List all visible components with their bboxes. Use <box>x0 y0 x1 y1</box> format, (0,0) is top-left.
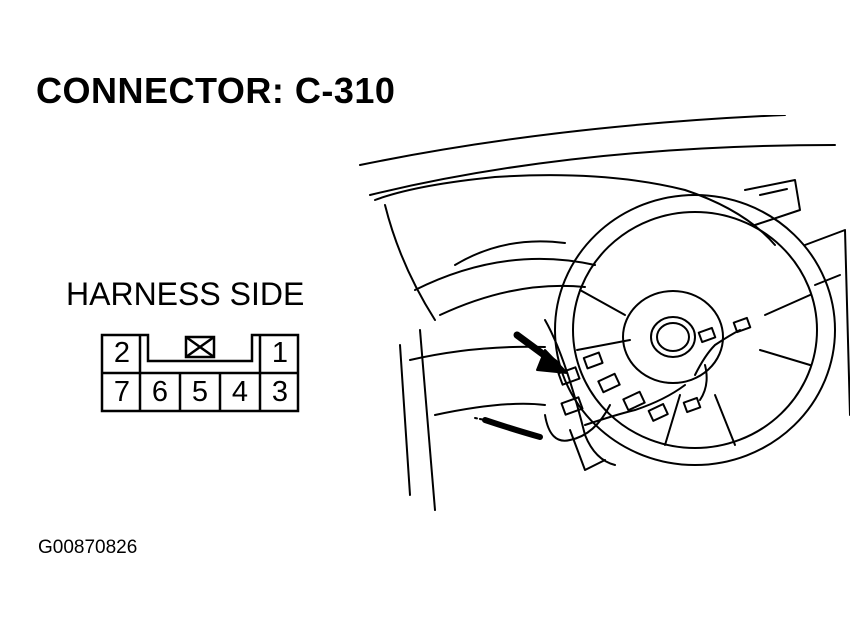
pin-label: 3 <box>271 376 289 408</box>
harness-side-label: HARNESS SIDE <box>66 276 305 312</box>
dashboard-illustration <box>359 114 851 511</box>
steering-wheel-icon <box>355 114 851 515</box>
pin-label: 5 <box>191 376 209 408</box>
pin-label: 2 <box>113 337 131 369</box>
pin-label: 7 <box>113 376 131 408</box>
pin-label: 6 <box>151 376 169 408</box>
pin-label: 1 <box>271 337 289 369</box>
arrow-icon <box>513 331 568 374</box>
page-title: CONNECTOR: C-310 <box>36 70 396 111</box>
figure-id: G00870826 <box>38 537 138 558</box>
pin-label: 4 <box>231 376 249 408</box>
connector-outline <box>100 333 300 413</box>
x-box-icon <box>184 335 216 359</box>
connector-face: 2 1 7 6 5 4 3 <box>100 333 300 413</box>
